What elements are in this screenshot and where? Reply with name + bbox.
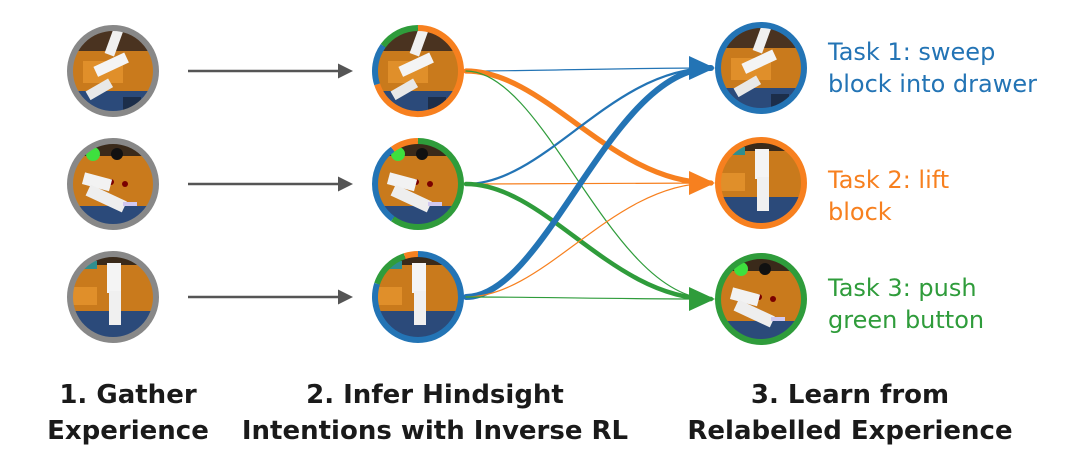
task-2-arrowhead-icon (689, 171, 715, 195)
flow-traj-3-to-task-2 (465, 182, 712, 298)
intention-arc-3-task-2 (403, 251, 419, 259)
inferred-trajectory-3 (372, 251, 464, 343)
task-1-label: Task 1: sweep block into drawer (828, 36, 1037, 100)
step-1-line-1: 1. Gather (59, 380, 197, 410)
intention-arc-1-task-3 (380, 25, 419, 48)
flow-traj-3-to-task-1 (463, 65, 714, 300)
gathered-trajectory-1 (67, 25, 159, 117)
intention-arc-1-task-2 (374, 25, 464, 117)
task-3-line-2: green button (828, 306, 985, 334)
task-2-node (715, 137, 807, 229)
task-1-line-1: Task 1: sweep (828, 38, 996, 66)
intention-arc-2-task-1 (372, 146, 395, 222)
task-1-node (715, 22, 807, 114)
task-1-line-2: block into drawer (828, 70, 1037, 98)
flow-traj-2-to-task-1 (464, 66, 713, 186)
task-1-arrowhead-icon (689, 56, 715, 80)
flow-traj-1-to-task-3 (465, 70, 712, 300)
intention-arc-2-task-2 (390, 138, 419, 152)
relabel-flows (463, 56, 715, 311)
step-2-label: 2. Infer Hindsight Intentions with Inver… (240, 377, 630, 449)
intention-arc-3-task-3 (374, 253, 406, 285)
gathered-trajectory-2 (67, 138, 159, 230)
inferred-trajectory-1 (372, 25, 464, 117)
gather-arrows (188, 63, 353, 305)
flow-traj-1-to-task-1 (465, 67, 712, 72)
intention-arc-3-task-1 (372, 251, 464, 343)
step-3-line-1: 3. Learn from (750, 380, 950, 410)
task-2-line-2: block (828, 198, 892, 226)
flow-traj-1-to-task-2 (463, 68, 714, 186)
trajectory-nodes (67, 22, 807, 345)
inferred-trajectory-2 (372, 138, 464, 230)
flow-traj-2-to-task-3 (463, 181, 714, 302)
task-2-line-1: Task 2: lift (828, 166, 950, 194)
step-1-line-2: Experience (47, 416, 209, 446)
step-3-line-2: Relabelled Experience (687, 416, 1013, 446)
intention-arc-1-task-1 (372, 44, 386, 86)
task-3-line-1: Task 3: push (828, 274, 977, 302)
step-2-line-1: 2. Infer Hindsight (306, 380, 564, 410)
step-3-label: 3. Learn from Relabelled Experience (640, 377, 1060, 449)
task-2-label: Task 2: lift block (828, 164, 949, 228)
gathered-trajectory-3 (67, 251, 159, 343)
task-3-label: Task 3: push green button (828, 272, 984, 336)
intention-arc-2-task-3 (391, 138, 464, 230)
step-1-label: 1. Gather Experience (28, 377, 228, 449)
flow-traj-2-to-task-2 (465, 182, 712, 185)
step-2-line-2: Intentions with Inverse RL (241, 416, 629, 446)
task-3-node (715, 253, 807, 345)
flow-traj-3-to-task-3 (465, 296, 712, 300)
task-3-arrowhead-icon (689, 287, 715, 311)
